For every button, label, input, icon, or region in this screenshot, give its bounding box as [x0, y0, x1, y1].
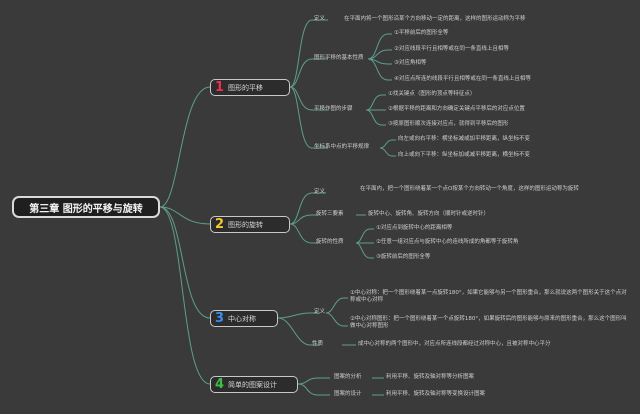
central-symmetry-definition-label: 定义 [314, 309, 326, 315]
translation-definition-label: 定义 [314, 16, 326, 22]
translation-definition-text: 在平面内将一个图形沿某个方向移动一定的距离，这样的图形运动称为平移 [344, 16, 526, 22]
branch-number: 4 [215, 377, 225, 392]
translation-coordinate-rule-2: 向上或向下平移：纵坐标加或减平移距离，横坐标不变 [398, 152, 531, 158]
translation-property-2: ②对应线段平行且相等或在同一条直线上且相等 [394, 46, 509, 52]
rotation-property-label: 旋转的性质 [316, 239, 344, 245]
root-node[interactable]: 第三章 图形的平移与旋转 [12, 196, 160, 218]
central-symmetry-property-text: 成中心对称的两个图形中，对应点所连线段都经过对称中心，且被对称中心平分 [358, 341, 551, 347]
branch-label: 图形的旋转 [228, 220, 264, 229]
translation-property-1: ①平移前后的图形全等 [394, 30, 449, 36]
pattern-design-text: 利用平移、旋转及轴对称等变换设计图案 [386, 391, 486, 397]
translation-coordinate-rule-1: 向左或向右平移：横坐标减或加平移距离，纵坐标不变 [398, 136, 531, 142]
translation-coordinate-label: 坐标系中点的平移规律 [314, 144, 370, 150]
pattern-analysis-label: 图案的分析 [334, 374, 362, 380]
branch-pattern-design[interactable]: 4 简单的图案设计 [210, 376, 298, 393]
rotation-property-3: ③旋转前后的图形全等 [376, 254, 431, 260]
rotation-definition-label: 定义 [314, 189, 326, 195]
rotation-definition-text: 在平面内，把一个图形绕着某一个点O按某个方向转动一个角度，这样的图形运动称为旋转 [360, 186, 579, 192]
central-symmetry-property-label: 性质 [312, 341, 324, 347]
translation-drawing-label: 平移作图的步骤 [314, 106, 353, 112]
translation-property-4: ④对应点所连的线段平行且相等或在同一条直线上且相等 [394, 76, 531, 82]
translation-property-3: ③对应角相等 [394, 60, 427, 66]
branch-label: 图形的平移 [228, 83, 264, 92]
rotation-elements-label: 旋转三要素 [316, 211, 344, 217]
branch-central-symmetry[interactable]: 3 中心对称 [210, 310, 278, 327]
branch-label: 中心对称 [228, 314, 257, 323]
branch-translation[interactable]: 1 图形的平移 [210, 79, 290, 96]
rotation-property-2: ②任意一组对应点与旋转中心的连线所成的角都等于旋转角 [376, 239, 519, 245]
central-symmetry-definition-1: ①中心对称：把一个图形绕着某一点旋转180°，如果它能够与另一个图形重合，那么就… [350, 290, 627, 303]
translation-drawing-step-3: ③按原图形顺次连接对应点，就得到平移后的图形 [388, 121, 509, 127]
central-symmetry-definition-2: ②中心对称图形：把一个图形绕着某一个点旋转180°，如果旋转后的图形能够与原来的… [350, 316, 627, 329]
branch-rotation[interactable]: 2 图形的旋转 [210, 216, 290, 233]
branch-number: 1 [215, 80, 225, 95]
translation-drawing-step-1: ①找关键点（图形的顶点等特征点） [388, 91, 476, 97]
translation-property-label: 图形平移的基本性质 [314, 55, 364, 61]
branch-label: 简单的图案设计 [228, 380, 278, 389]
rotation-elements-text: 旋转中心、旋转角、旋转方向（顺时针或逆时针） [368, 211, 490, 217]
pattern-analysis-text: 利用平移、旋转及轴对称等分析图案 [386, 374, 475, 380]
rotation-property-1: ①对应点到旋转中心的距离相等 [376, 225, 453, 231]
branch-number: 2 [215, 217, 225, 232]
pattern-design-label: 图案的设计 [334, 391, 362, 397]
translation-drawing-step-2: ②根据平移的距离和方向确定关键点平移后的对应点位置 [388, 106, 525, 112]
branch-number: 3 [215, 311, 225, 326]
